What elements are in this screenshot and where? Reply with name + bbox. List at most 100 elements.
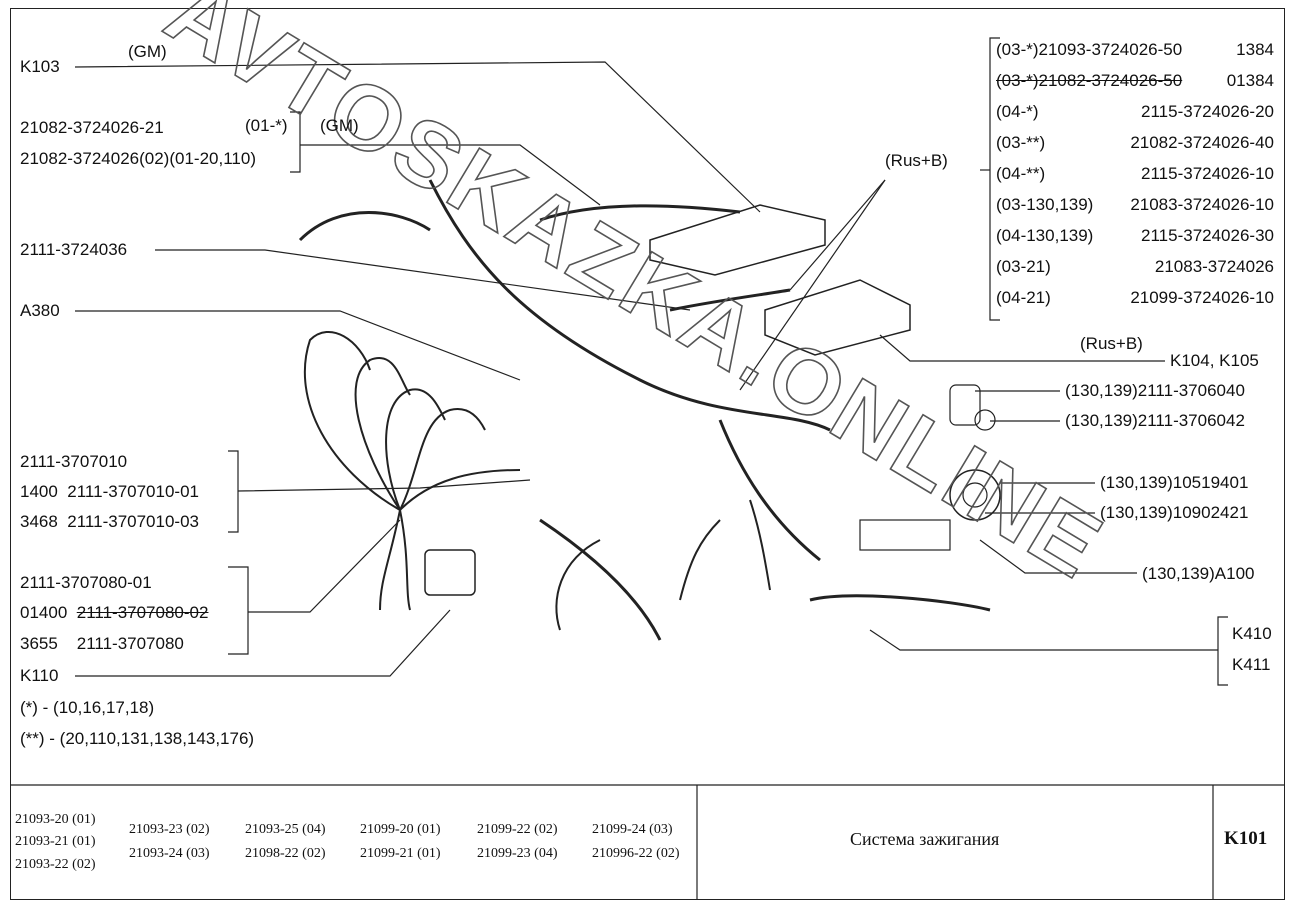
part: 21083-3724026-10 — [1130, 195, 1274, 214]
label-sensor: (130,139)2111-3706040 — [1065, 381, 1245, 400]
part: 01384 — [1226, 71, 1274, 90]
bracket — [228, 566, 249, 655]
label-rusb: (Rus+B) — [885, 151, 948, 170]
label-a380: A380 — [20, 301, 60, 320]
label-ecu-note: (01-*) — [245, 116, 288, 135]
leader-rusb1b — [739, 179, 886, 391]
variant: (03-130,139) — [996, 195, 1094, 214]
label-a100: (130,139)A100 — [1142, 564, 1255, 583]
leader-harness — [155, 249, 691, 311]
label-ecu-a: 21082-3724026-21 — [20, 118, 164, 137]
model-item: 21093-24 (03) — [129, 846, 210, 861]
drawing-frame — [10, 8, 1285, 900]
label-plug: 2111-3707010 — [20, 452, 128, 471]
label-wire: 3655 2111-3707080 — [20, 634, 184, 654]
variant: (03-**) — [996, 133, 1046, 152]
page-title: Система зажигания — [850, 829, 1000, 849]
leader-k104 — [879, 334, 1165, 362]
bracket — [290, 111, 301, 173]
variant: (04-130,139) — [996, 226, 1094, 245]
ecu-list-item: (03-*)21082-3724026-50 01384 — [996, 71, 1274, 102]
model-item: 21099-23 (04) — [477, 846, 558, 861]
leader-ecu — [300, 144, 601, 206]
sensor — [949, 469, 1001, 521]
model-item: 21093-20 (01) — [15, 812, 96, 827]
label-sensor: (130,139)10902421 — [1100, 503, 1249, 522]
leader-k110 — [75, 609, 451, 677]
bracket — [228, 450, 239, 533]
main-harness — [428, 179, 831, 432]
ecu-list-item: (04-130,139) 2115-3724026-30 — [996, 226, 1274, 257]
variant: (03-21) — [996, 257, 1051, 276]
label-part: 2111-3707080-02 — [76, 603, 209, 622]
ecu-list-item: (04-21) 21099-3724026-10 — [996, 288, 1274, 319]
ecu-list-item: (04-**) 2115-3724026-10 — [996, 164, 1274, 195]
model-item: 21093-25 (04) — [245, 822, 326, 837]
label-gm: (GM) — [320, 116, 359, 135]
leader-rusb1 — [789, 179, 886, 291]
label-k410: K410 — [1232, 624, 1272, 643]
label-k411: K411 — [1232, 655, 1271, 674]
ecu-list-item: (03-*)21093-3724026-50 1384 — [996, 40, 1274, 71]
label-harness: 2111-3724036 — [20, 240, 128, 259]
label-part: 2111-3707080 — [76, 634, 184, 653]
part: 21083-3724026 — [1154, 257, 1274, 276]
label-sensor: (130,139)2111-3706042 — [1065, 411, 1245, 430]
leader-a100 — [979, 539, 1137, 574]
variant: (03-*)21082-3724026-50 — [996, 71, 1183, 90]
model-item: 210996-22 (02) — [592, 846, 680, 861]
label-sensor: (130,139)10519401 — [1100, 473, 1249, 492]
label-rusb: (Rus+B) — [1080, 334, 1143, 353]
leader-a380 — [75, 310, 521, 381]
model-item: 21099-20 (01) — [360, 822, 441, 837]
part: 21082-3724026-40 — [1130, 133, 1274, 152]
label-prefix: 3655 — [20, 634, 58, 653]
model-item: 21093-21 (01) — [15, 834, 96, 849]
label-k110: K110 — [20, 666, 59, 685]
leader-k103 — [74, 61, 761, 213]
model-item: 21099-24 (03) — [592, 822, 673, 837]
model-item: 21098-22 (02) — [245, 846, 326, 861]
ecu-rusb — [764, 279, 911, 356]
leader-plugs — [237, 479, 531, 492]
ecu-list: (03-*)21093-3724026-50 1384 (03-*)21082-3… — [996, 40, 1274, 319]
label-plug: 1400 2111-3707010-01 — [20, 482, 199, 502]
variant: (04-**) — [996, 164, 1046, 183]
variant: (04-21) — [996, 288, 1051, 307]
part: 1384 — [1236, 40, 1274, 59]
model-item: 21093-23 (02) — [129, 822, 210, 837]
ecu-gm — [649, 204, 826, 276]
ecu-list-item: (04-*)2115-3724026-20 — [996, 102, 1274, 133]
label-part: 2111-3707010-03 — [67, 512, 199, 531]
label-prefix: 01400 — [20, 603, 68, 622]
label-prefix: 1400 — [20, 482, 58, 501]
leader-wires — [248, 519, 401, 613]
label-k104: K104, K105 — [1170, 351, 1259, 370]
label-ecu-b: 21082-3724026(02)(01-20,110) — [20, 149, 256, 168]
diagram-code: K101 — [1224, 828, 1268, 849]
label-k103: K103 — [20, 57, 60, 76]
model-item: 21093-22 (02) — [15, 857, 96, 872]
label-wire: 01400 2111-3707080-02 — [20, 603, 208, 623]
model-item: 21099-21 (01) — [360, 846, 441, 861]
label-prefix: 3468 — [20, 512, 58, 531]
variant: (03-*)21093-3724026-50 — [996, 40, 1183, 59]
bracket — [989, 37, 1000, 321]
model-item: 21099-22 (02) — [477, 822, 558, 837]
leader-k410 — [869, 629, 1218, 651]
ignition-coil — [424, 549, 476, 596]
bracket — [1217, 616, 1228, 686]
label-part: 2111-3707010-01 — [67, 482, 199, 501]
ecu-list-item: (03-21) 21083-3724026 — [996, 257, 1274, 288]
footnote: (**) - (20,110,131,138,143,176) — [20, 729, 255, 748]
ecu-list-item: (03-130,139) 21083-3724026-10 — [996, 195, 1274, 226]
part: 21099-3724026-10 — [1130, 288, 1274, 307]
part: 2115-3724026-10 — [1141, 164, 1274, 183]
part: 2115-3724026-30 — [1141, 226, 1274, 245]
ecu-list-item: (03-**) 21082-3724026-40 — [996, 133, 1274, 164]
footnote: (*) - (10,16,17,18) — [20, 698, 155, 717]
part: 2115-3724026-20 — [1141, 102, 1274, 121]
label-plug: 3468 2111-3707010-03 — [20, 512, 199, 532]
label-wire: 2111-3707080-01 — [20, 573, 152, 592]
